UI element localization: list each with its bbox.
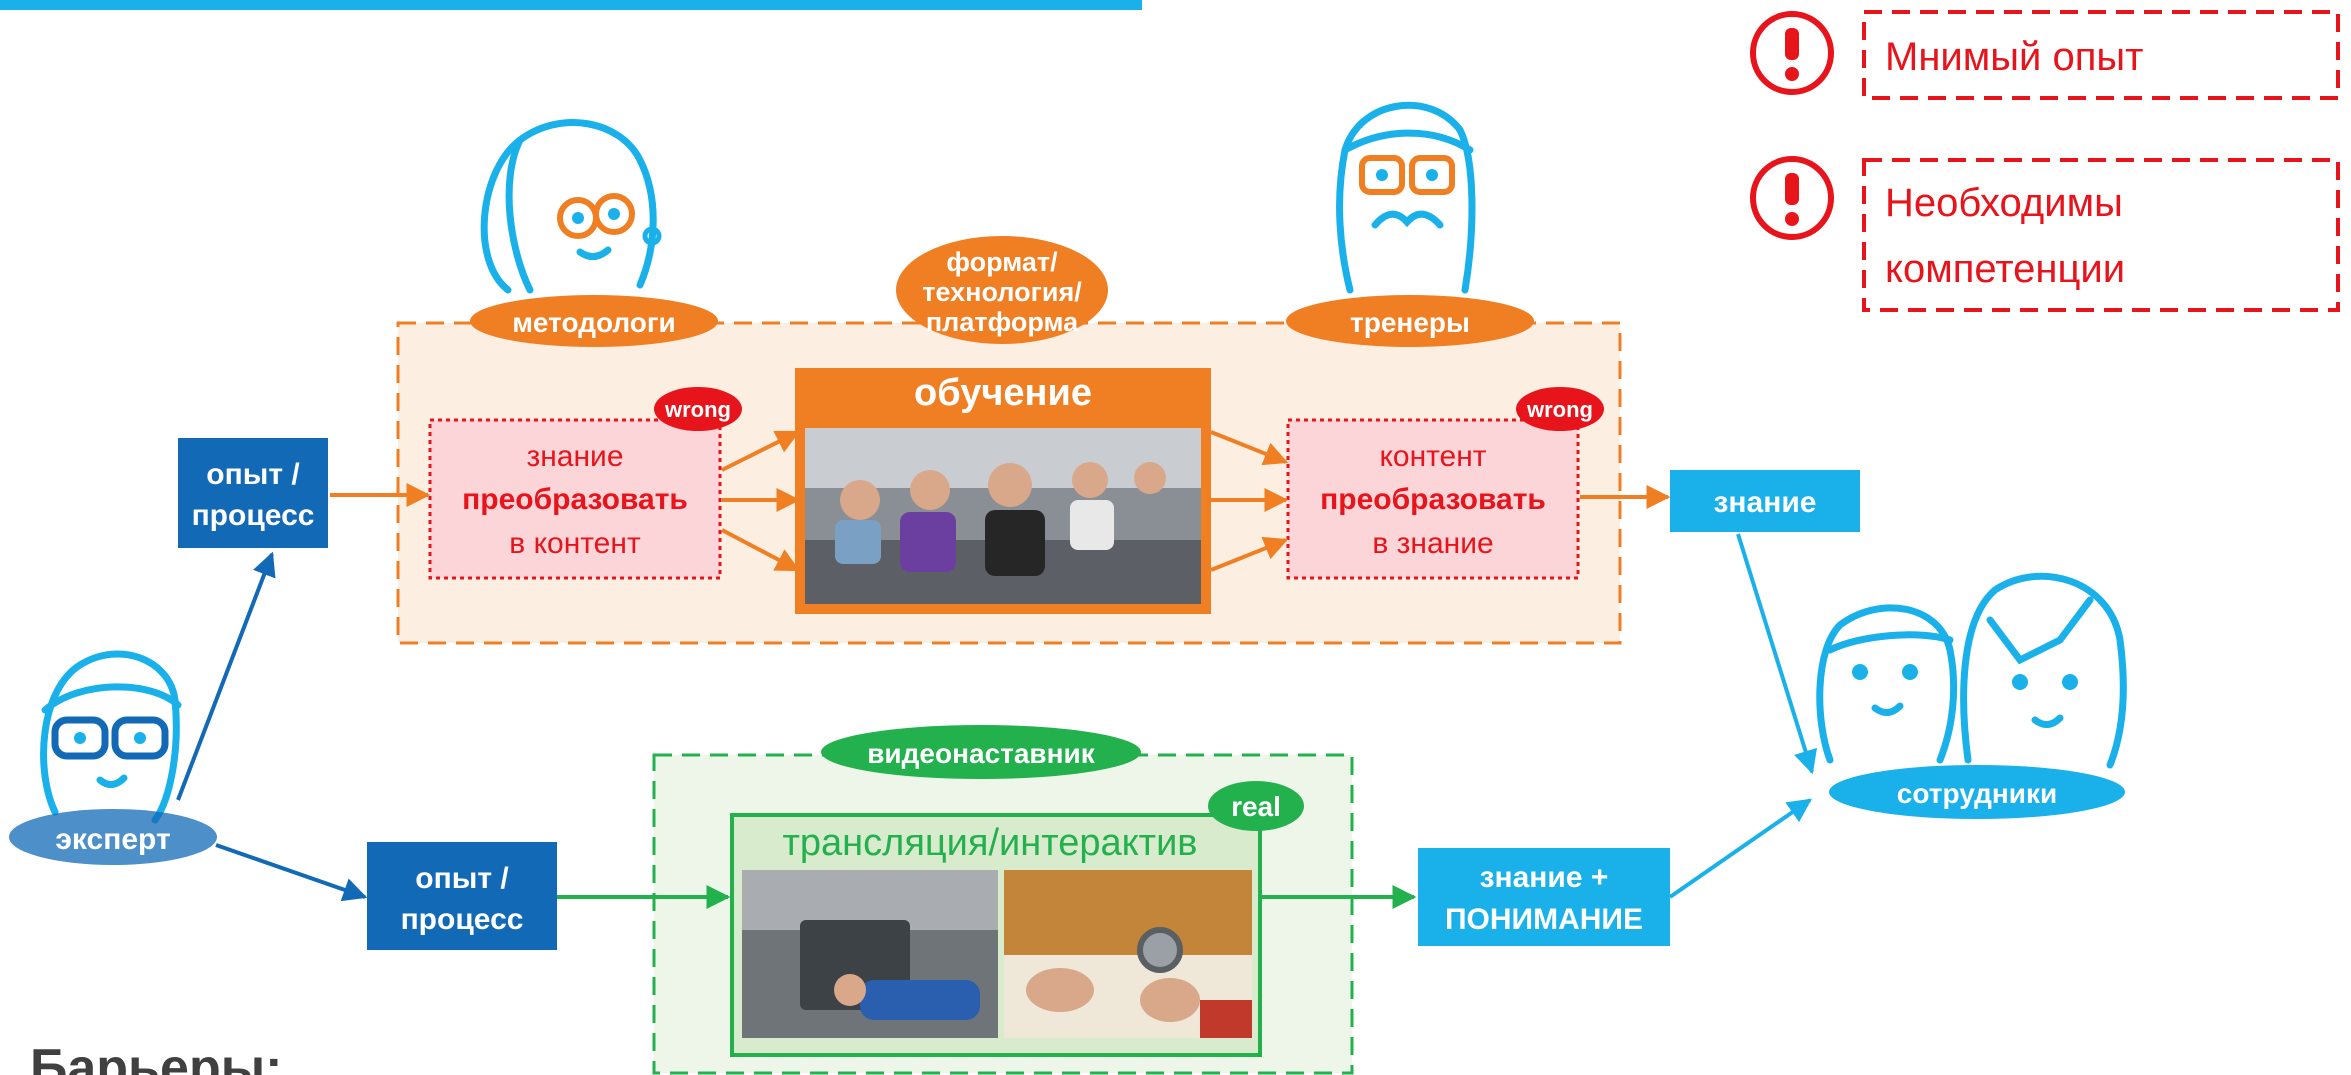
- bottom-output-box: [1418, 848, 1670, 946]
- expert-icon: [40, 650, 182, 824]
- format-bubble: [896, 236, 1108, 344]
- to-employees-arrow-2: [1668, 798, 1812, 899]
- warning-box-2: [1862, 158, 2340, 312]
- left-wrong-badge: [654, 387, 742, 431]
- top-arrow-4: [721, 528, 801, 572]
- format-line3: платформа: [926, 307, 1079, 337]
- warning-icon-2: [1750, 156, 1834, 240]
- employees-label: сотрудники: [1897, 778, 2057, 809]
- top-input-line2: процесс: [192, 499, 315, 532]
- top-output-label: знание: [1714, 486, 1817, 519]
- expert-label: эксперт: [55, 823, 170, 856]
- bottom-input-line2: процесс: [401, 903, 524, 936]
- bottom-input-line1: опыт /: [415, 862, 509, 895]
- format-line2: технология/: [922, 277, 1082, 307]
- video-mentor-label: видеонаставник: [867, 738, 1096, 769]
- warning-icon-1: [1750, 11, 1834, 95]
- real-badge: [1208, 781, 1304, 831]
- top-output-box: [1670, 470, 1860, 532]
- employees-bubble: [1829, 765, 2125, 819]
- left-step-line2: преобразовать: [462, 483, 688, 516]
- methodologist-icon: [480, 119, 662, 294]
- warning-2-line1: Необходимы: [1885, 181, 2123, 225]
- top-arrow-2: [721, 430, 801, 472]
- trainer-icon: [1336, 101, 1476, 294]
- workshop-photo-1: [742, 870, 998, 1038]
- warning-box-1: [1862, 10, 2340, 100]
- video-mentor-bubble: [821, 725, 1141, 779]
- warning-1-text: Мнимый опыт: [1885, 35, 2143, 79]
- trainers-label: тренеры: [1350, 307, 1470, 338]
- bottom-output-line1: знание +: [1480, 861, 1609, 894]
- barriers-heading: Барьеры:: [30, 1039, 282, 1075]
- right-step-line2: преобразовать: [1320, 483, 1546, 516]
- expert-arrow-down: [215, 843, 368, 902]
- right-step-line1: контент: [1379, 440, 1486, 473]
- top-accent-bar: [0, 0, 1142, 10]
- right-step-line3: в знание: [1372, 527, 1493, 560]
- to-employees-arrow-1: [1736, 533, 1818, 775]
- methodologists-label: методологи: [512, 307, 676, 338]
- expert-arrow-up: [176, 551, 276, 801]
- trainers-bubble: [1286, 295, 1534, 347]
- bottom-output-line2: ПОНИМАНИЕ: [1445, 903, 1643, 936]
- broadcast-title: трансляция/интерактив: [783, 822, 1198, 864]
- left-step-box: [428, 418, 722, 580]
- left-step-line1: знание: [526, 440, 623, 473]
- format-line1: формат/: [946, 247, 1058, 277]
- left-wrong-label: wrong: [664, 397, 731, 422]
- employees-icon: [1816, 572, 2127, 769]
- right-wrong-label: wrong: [1526, 397, 1593, 422]
- top-input-line1: опыт /: [206, 458, 300, 491]
- top-arrow-7: [1210, 536, 1289, 572]
- bottom-input-box: [367, 842, 557, 950]
- warning-2-line2: компетенции: [1885, 247, 2125, 291]
- methodologists-bubble: [470, 295, 718, 347]
- workshop-photo-2: [1004, 870, 1252, 1038]
- expert-bubble: [9, 809, 217, 865]
- top-input-box: [178, 438, 328, 548]
- top-arrow-5: [1210, 430, 1289, 466]
- training-title: обучение: [914, 372, 1092, 414]
- classroom-photo: [805, 428, 1201, 604]
- left-step-line3: в контент: [509, 527, 641, 560]
- real-label: real: [1231, 791, 1281, 822]
- right-wrong-badge: [1516, 387, 1604, 431]
